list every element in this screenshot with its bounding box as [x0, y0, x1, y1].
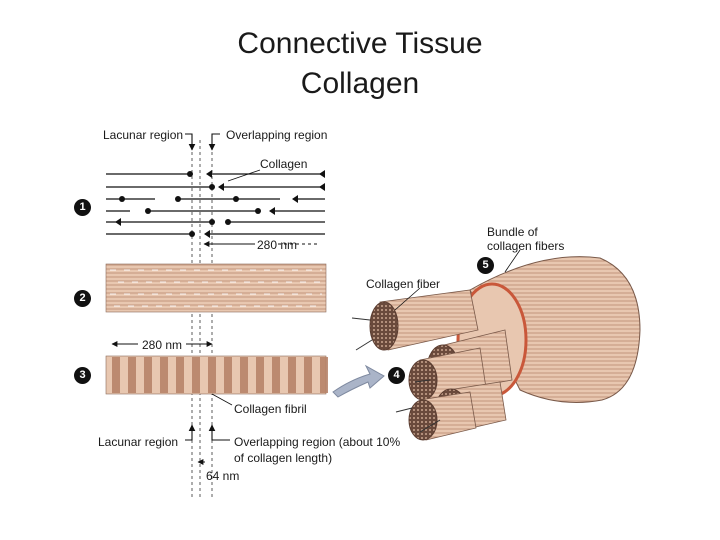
region-arrows-top [185, 133, 220, 151]
region-arrows-bottom [185, 424, 230, 441]
molecule-tails [115, 170, 325, 238]
bundle-illustration [351, 249, 641, 441]
fibril-dark-band [112, 357, 120, 393]
collagen-fibril-band [105, 355, 328, 395]
dimension-64-label: 64 nm [206, 469, 240, 483]
fibril-dark-band [160, 357, 168, 393]
title-line-1: Connective Tissue [237, 27, 483, 60]
fibril-dark-band [320, 357, 328, 393]
collagen-label: Collagen [260, 157, 308, 171]
overlapping-region-top-label: Overlapping region [226, 128, 328, 142]
step-1-badge: 1 [74, 199, 91, 216]
step-3-badge: 3 [74, 367, 91, 384]
bundle-label-1: Bundle of [487, 225, 538, 239]
fibril-dark-band [256, 357, 264, 393]
fiber-whiskers [351, 317, 441, 433]
fibril-dark-band [128, 357, 136, 393]
fibril-dark-band [176, 357, 184, 393]
collagen-leader [227, 169, 261, 182]
fiber-band [105, 263, 327, 313]
fibril-dark-band [208, 357, 216, 393]
step-5-badge: 5 [477, 257, 494, 274]
step-4-badge: 4 [388, 367, 405, 384]
guide-lines-top [191, 140, 213, 500]
collagen-fibril-label: Collagen fibril [234, 402, 307, 416]
fibril-dark-band [288, 357, 296, 393]
title-line-2: Collagen [300, 67, 420, 100]
fiber-5 [408, 391, 477, 441]
dimension-280-top-label: 280 nm [257, 238, 298, 252]
fibril-dark-band [192, 357, 200, 393]
bundle-leader [504, 249, 521, 273]
overlapping-region-bottom-label-1: Overlapping region (about 10% [234, 435, 401, 449]
fiber-1 [369, 289, 479, 351]
bundle-label-2: collagen fibers [487, 239, 565, 253]
fibril-dark-band [240, 357, 248, 393]
overlapping-region-bottom-label-2: of collagen length) [234, 451, 333, 465]
fibril-dark-band [304, 357, 312, 393]
transition-arrow [332, 364, 385, 398]
collagen-fiber-label: Collagen fiber [366, 277, 441, 291]
molecule-heads [119, 171, 261, 237]
dimension-280-mid-label: 280 nm [142, 338, 183, 352]
fibril-dark-band [272, 357, 280, 393]
fibril-leader [211, 393, 233, 406]
lacunar-region-bottom-label: Lacunar region [98, 435, 179, 449]
slide-title: Connective Tissue Collagen [0, 24, 720, 104]
fibril-dark-band [224, 357, 232, 393]
lacunar-region-top-label: Lacunar region [103, 128, 184, 142]
fibril-dark-band [144, 357, 152, 393]
collagen-molecules [106, 173, 325, 235]
fiber-leader [394, 287, 421, 311]
step-2-badge: 2 [74, 290, 91, 307]
